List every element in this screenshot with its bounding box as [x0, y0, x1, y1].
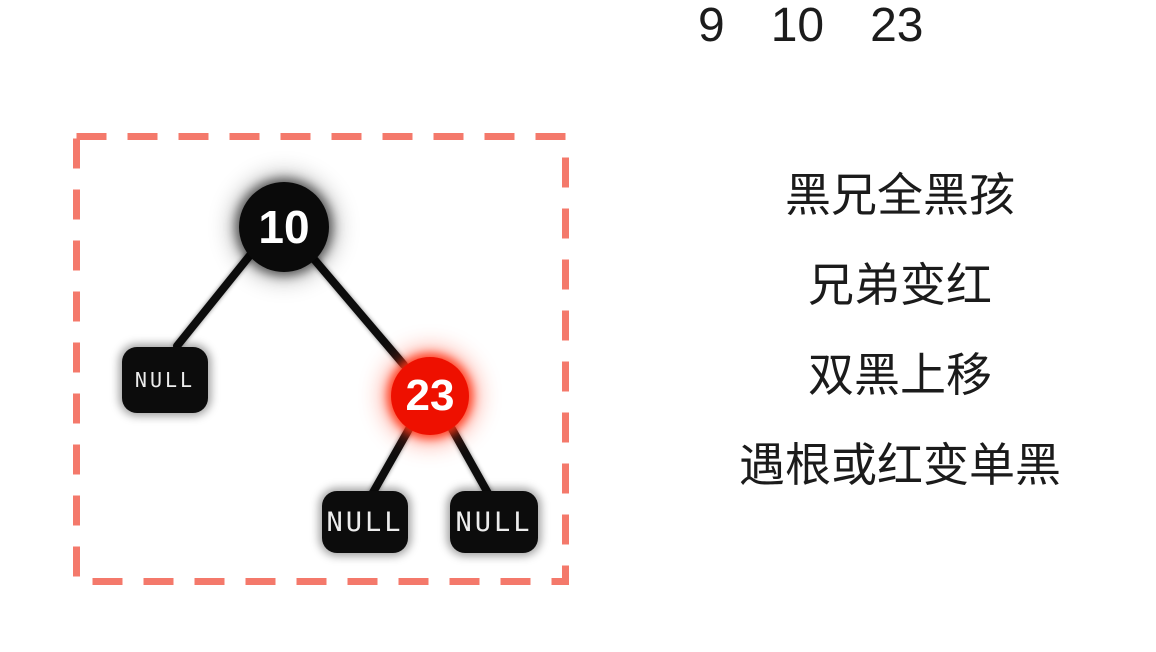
tree-node-label: 10	[258, 201, 310, 253]
edge-right-child-to-null-mid	[367, 425, 413, 500]
null-leaf-label: NULL	[134, 368, 196, 392]
note-line: 黑兄全黑孩	[785, 169, 1015, 221]
tree-node-root-10: 10	[239, 182, 329, 272]
note-line: 遇根或红变单黑	[739, 439, 1061, 491]
edge-root-to-right-child	[309, 254, 408, 369]
sequence-number: 9	[698, 0, 725, 52]
mnemonic-notes: 黑兄全黑孩 兄弟变红 双黑上移 遇根或红变单黑	[640, 150, 1156, 510]
tree-edges	[173, 250, 493, 500]
note-line: 双黑上移	[808, 349, 992, 401]
number-sequence: 9 10 23	[698, 2, 923, 50]
null-leaf-label: NULL	[455, 506, 533, 538]
tree-node-null-mid: NULL	[322, 491, 408, 553]
sequence-number: 10	[770, 0, 825, 52]
edge-right-child-to-null-right	[448, 425, 493, 499]
edge-root-to-null-left	[173, 250, 255, 350]
note-line: 兄弟变红	[808, 259, 992, 311]
tree-node-right-23: 23	[391, 357, 469, 435]
sequence-number: 23	[870, 0, 924, 52]
tree-node-null-right: NULL	[450, 491, 538, 553]
null-leaf-label: NULL	[326, 506, 404, 538]
tree-node-null-left: NULL	[122, 347, 208, 413]
dashed-highlight-frame	[73, 133, 569, 585]
tree-node-label: 23	[405, 371, 455, 420]
